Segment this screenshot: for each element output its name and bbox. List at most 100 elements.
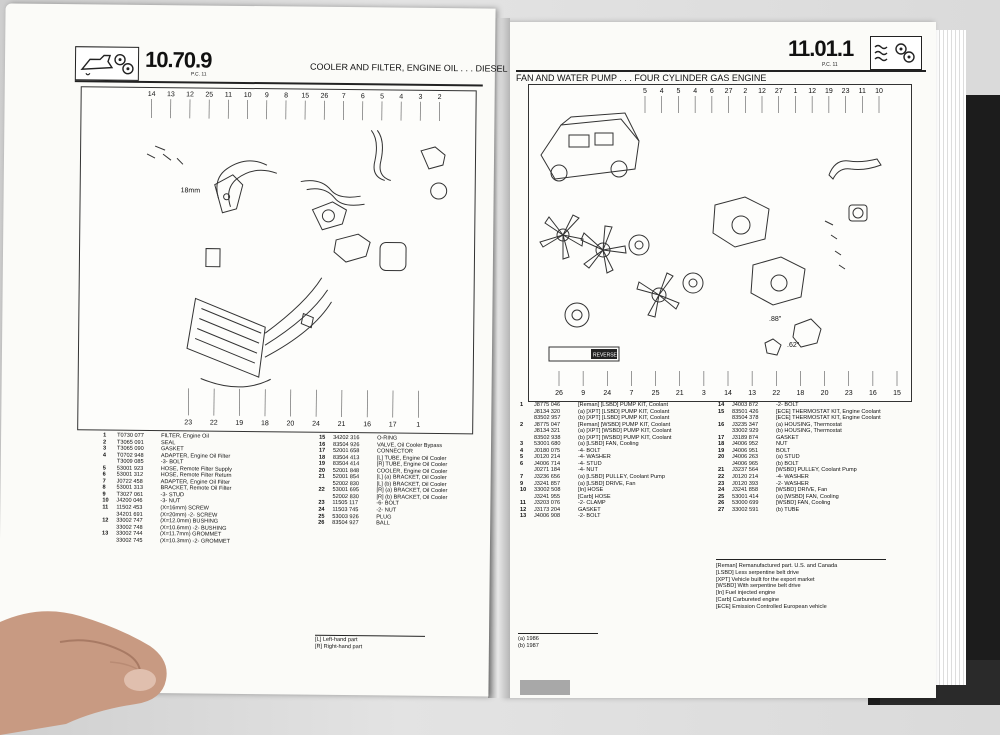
header-rule — [74, 80, 483, 86]
part-description: -2- BOLT — [776, 402, 799, 408]
part-number: J4006 952 — [732, 441, 759, 448]
dimension-label: 18mm — [181, 187, 201, 194]
part-number: J3189 874 — [732, 434, 759, 441]
callout-number: 4 — [693, 88, 697, 95]
callout-number: 27 — [775, 88, 783, 95]
part-description: [ECE] THERMOSTAT KIT, Engine Coolant — [776, 415, 881, 422]
thermostat-housing-illustration — [824, 158, 882, 270]
parts-row: J4006 965(b) BOLT — [718, 461, 881, 468]
item-number: 1 — [520, 402, 524, 408]
item-number: 9 — [520, 480, 524, 487]
part-number: J3236 656 — [534, 474, 561, 481]
header-rule — [516, 70, 926, 72]
item-number: 13 — [520, 513, 527, 520]
callout-number: 9 — [265, 92, 269, 99]
part-number: 83501 426 — [732, 408, 759, 415]
model-year-legend: (a) 1986(b) 1987 — [518, 636, 539, 650]
callout-number: 24 — [312, 421, 320, 428]
part-number: J0120 214 — [732, 474, 759, 481]
part-number: 33002 929 — [732, 428, 759, 435]
coolant-system-icon — [870, 36, 922, 70]
reverse-rotation-box: REVERSE — [548, 346, 620, 362]
part-description: NUT — [776, 441, 788, 448]
legend-line: (b) 1987 — [518, 642, 539, 649]
callout-number: 18 — [797, 390, 805, 397]
part-number: 33002 745 — [115, 537, 143, 544]
bracket-illustration — [146, 145, 244, 214]
item-number: 26 — [718, 500, 725, 507]
part-number: 83502 938 — [534, 434, 561, 441]
part-description: -2- WASHER — [776, 480, 809, 487]
callout-number: 22 — [772, 390, 780, 397]
parts-row: 22 J0120 214 -4- WASHER — [718, 474, 881, 481]
part-number: 53001 414 — [732, 493, 759, 500]
callout-number: 17 — [389, 421, 397, 428]
callout-number: 19 — [235, 420, 243, 427]
part-description: (a) [XPT] [LSBD] PUMP KIT, Coolant — [578, 408, 670, 415]
callout-number: 7 — [629, 390, 633, 397]
callout-number: 20 — [821, 390, 829, 397]
page-title: COOLER AND FILTER, ENGINE OIL . . . DIES… — [309, 61, 508, 74]
item-number: 27 — [718, 506, 725, 513]
callout-number: 27 — [725, 88, 733, 95]
item-number: 10 — [520, 487, 527, 494]
callout-number: 20 — [287, 420, 295, 427]
item-number: 22 — [718, 474, 725, 481]
item-number: 14 — [718, 402, 725, 408]
oil-filter-adapter-illustration — [216, 129, 448, 272]
callout-number: 4 — [399, 94, 403, 101]
part-number: J0120 393 — [732, 480, 759, 487]
item-number: 15 — [718, 408, 725, 415]
callout-number: 21 — [338, 421, 346, 428]
item-number: 7 — [520, 474, 524, 481]
callout-number: 5 — [380, 93, 384, 100]
callout-number: 5 — [643, 88, 647, 95]
part-description: (a) [LSBD] FAN, Cooling — [578, 441, 639, 448]
part-number: 33002 591 — [732, 506, 759, 513]
part-number: J4006 908 — [534, 513, 561, 520]
item-number: 24 — [718, 487, 725, 494]
callout-number: 25 — [205, 92, 213, 99]
page-stack — [936, 30, 966, 685]
callout-number: 12 — [758, 88, 766, 95]
part-description: (b) HOUSING, Thermostat — [776, 428, 842, 435]
part-number: 33002 508 — [534, 487, 561, 494]
pc-label: P.C. 11 — [190, 71, 207, 78]
part-description: BALL — [376, 520, 390, 527]
callout-number: 2 — [438, 94, 442, 101]
part-description: (a) [WSBD] FAN, Cooling — [776, 493, 839, 500]
callout-number: 3 — [702, 390, 706, 397]
part-description: [Carb] HOSE — [578, 493, 611, 500]
callout-number: 14 — [148, 91, 156, 98]
part-description: (a) HOUSING, Thermostat — [776, 421, 842, 428]
oil-cooler-illustration — [186, 248, 332, 388]
callout-number: 25 — [652, 390, 660, 397]
callout-number: 1 — [416, 422, 420, 429]
part-description: [ECE] THERMOSTAT KIT, Engine Coolant — [776, 408, 881, 415]
part-description: GASKET — [776, 434, 799, 441]
part-description: -4- NUT — [578, 467, 598, 474]
item-number: 6 — [520, 460, 524, 467]
part-description: -4- WASHER — [776, 474, 809, 481]
callout-number: 23 — [842, 88, 850, 95]
parts-row: 83504 378[ECE] THERMOSTAT KIT, Engine Co… — [718, 415, 881, 422]
item-number: 11 — [520, 500, 526, 507]
oil-system-icon — [74, 46, 140, 81]
legend-line: [R] Right-hand part — [314, 643, 363, 651]
item-number: 12 — [520, 506, 527, 513]
part-description: -4- STUD — [578, 460, 602, 467]
callout-number: 15 — [301, 93, 309, 100]
legend-line: [In] Fuel injected engine — [716, 590, 776, 597]
